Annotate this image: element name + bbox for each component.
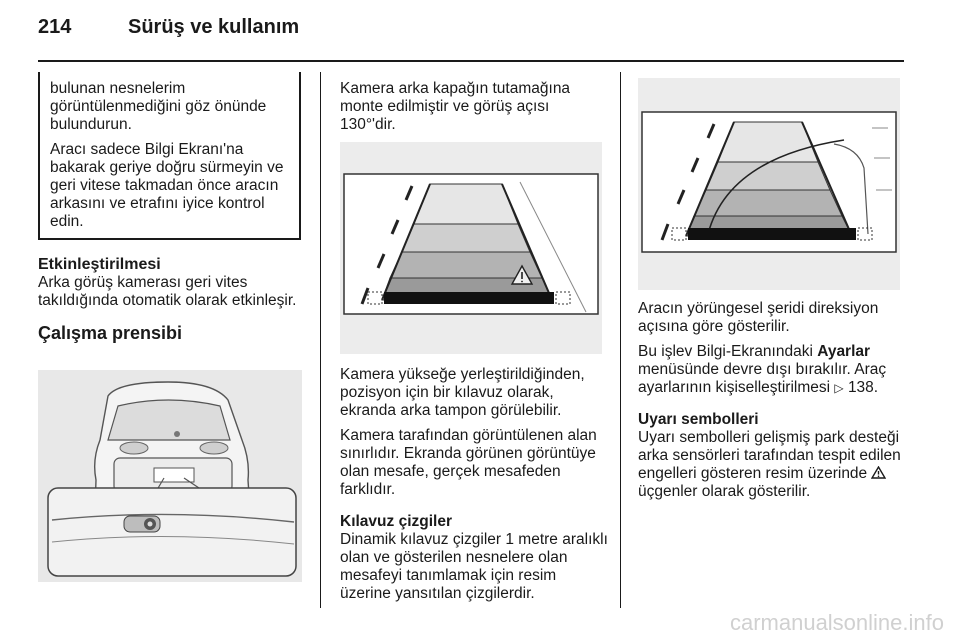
settings-text-before: Bu işlev Bilgi-Ekranındaki xyxy=(638,343,818,360)
settings-text-after: menüsünde devre dışı bırakılır. Araç aya… xyxy=(638,361,887,396)
settings-paragraph: Bu işlev Bilgi-Ekranındaki Ayarlar menüs… xyxy=(638,343,906,397)
activation-text: Arka görüş kamerası geri vites takıldığı… xyxy=(38,274,297,309)
right-arrow-icon: ▷ xyxy=(834,381,844,395)
note-paragraph-2: Aracı sadece Bilgi Ekranı'na bakarak ger… xyxy=(50,141,284,230)
column-2-body: Kamera yükseğe yerleştirildiğinden, pozi… xyxy=(340,366,608,610)
header-divider xyxy=(38,60,904,62)
car-rear-camera-image xyxy=(38,370,302,582)
page-number: 214 xyxy=(38,16,72,38)
caution-note-box: bulunan nesnelerim görüntülenmediğini gö… xyxy=(38,72,301,240)
guide-lines-text: Dinamik kılavuz çizgiler 1 metre aralıkl… xyxy=(340,531,608,602)
camera-mount-text: Kamera arka kapağın tutamağına monte edi… xyxy=(340,80,571,133)
page-header: 214 Sürüş ve kullanım xyxy=(38,16,904,50)
guide-lines-display-image xyxy=(340,142,602,354)
trajectory-text: Aracın yörüngesel şeridi direksiyon açıs… xyxy=(638,300,879,335)
section-title: Sürüş ve kullanım xyxy=(128,16,300,38)
page-reference[interactable]: 138. xyxy=(847,379,879,396)
column-divider-1 xyxy=(320,72,321,608)
column-3-body: Aracın yörüngesel şeridi direksiyon açıs… xyxy=(638,300,906,508)
guide-lines-heading: Kılavuz çizgiler xyxy=(340,513,452,530)
trajectory-display-image xyxy=(638,78,900,290)
settings-menu-name: Ayarlar xyxy=(817,343,871,360)
note-paragraph-1: bulunan nesnelerim görüntülenmediğini gö… xyxy=(50,80,267,133)
warning-symbols-heading: Uyarı sembolleri xyxy=(638,411,759,428)
camera-display-figure-1 xyxy=(340,142,602,354)
car-rear-illustration xyxy=(38,370,302,582)
bumper-text: Kamera yükseğe yerleştirildiğinden, pozi… xyxy=(340,366,585,419)
column-divider-2 xyxy=(620,72,621,608)
warning-text-after: üçgenler olarak gösterilir. xyxy=(638,483,811,500)
column-1-body: Etkinleştirilmesi Arka görüş kamerası ge… xyxy=(38,256,306,346)
watermark: carmanualsonline.info xyxy=(729,610,944,635)
warning-symbols-paragraph: Uyarı sembolleri gelişmiş park desteği a… xyxy=(638,429,906,501)
warning-triangle-icon xyxy=(871,465,887,482)
activation-heading: Etkinleştirilmesi xyxy=(38,256,161,273)
warning-text-before: Uyarı sembolleri gelişmiş park desteği a… xyxy=(638,429,901,482)
camera-display-figure-2 xyxy=(638,78,900,290)
limited-area-text: Kamera tarafından görüntülenen alan sını… xyxy=(340,427,597,498)
principle-heading: Çalışma prensibi xyxy=(38,323,183,343)
column-2-intro: Kamera arka kapağın tutamağına monte edi… xyxy=(340,80,608,141)
